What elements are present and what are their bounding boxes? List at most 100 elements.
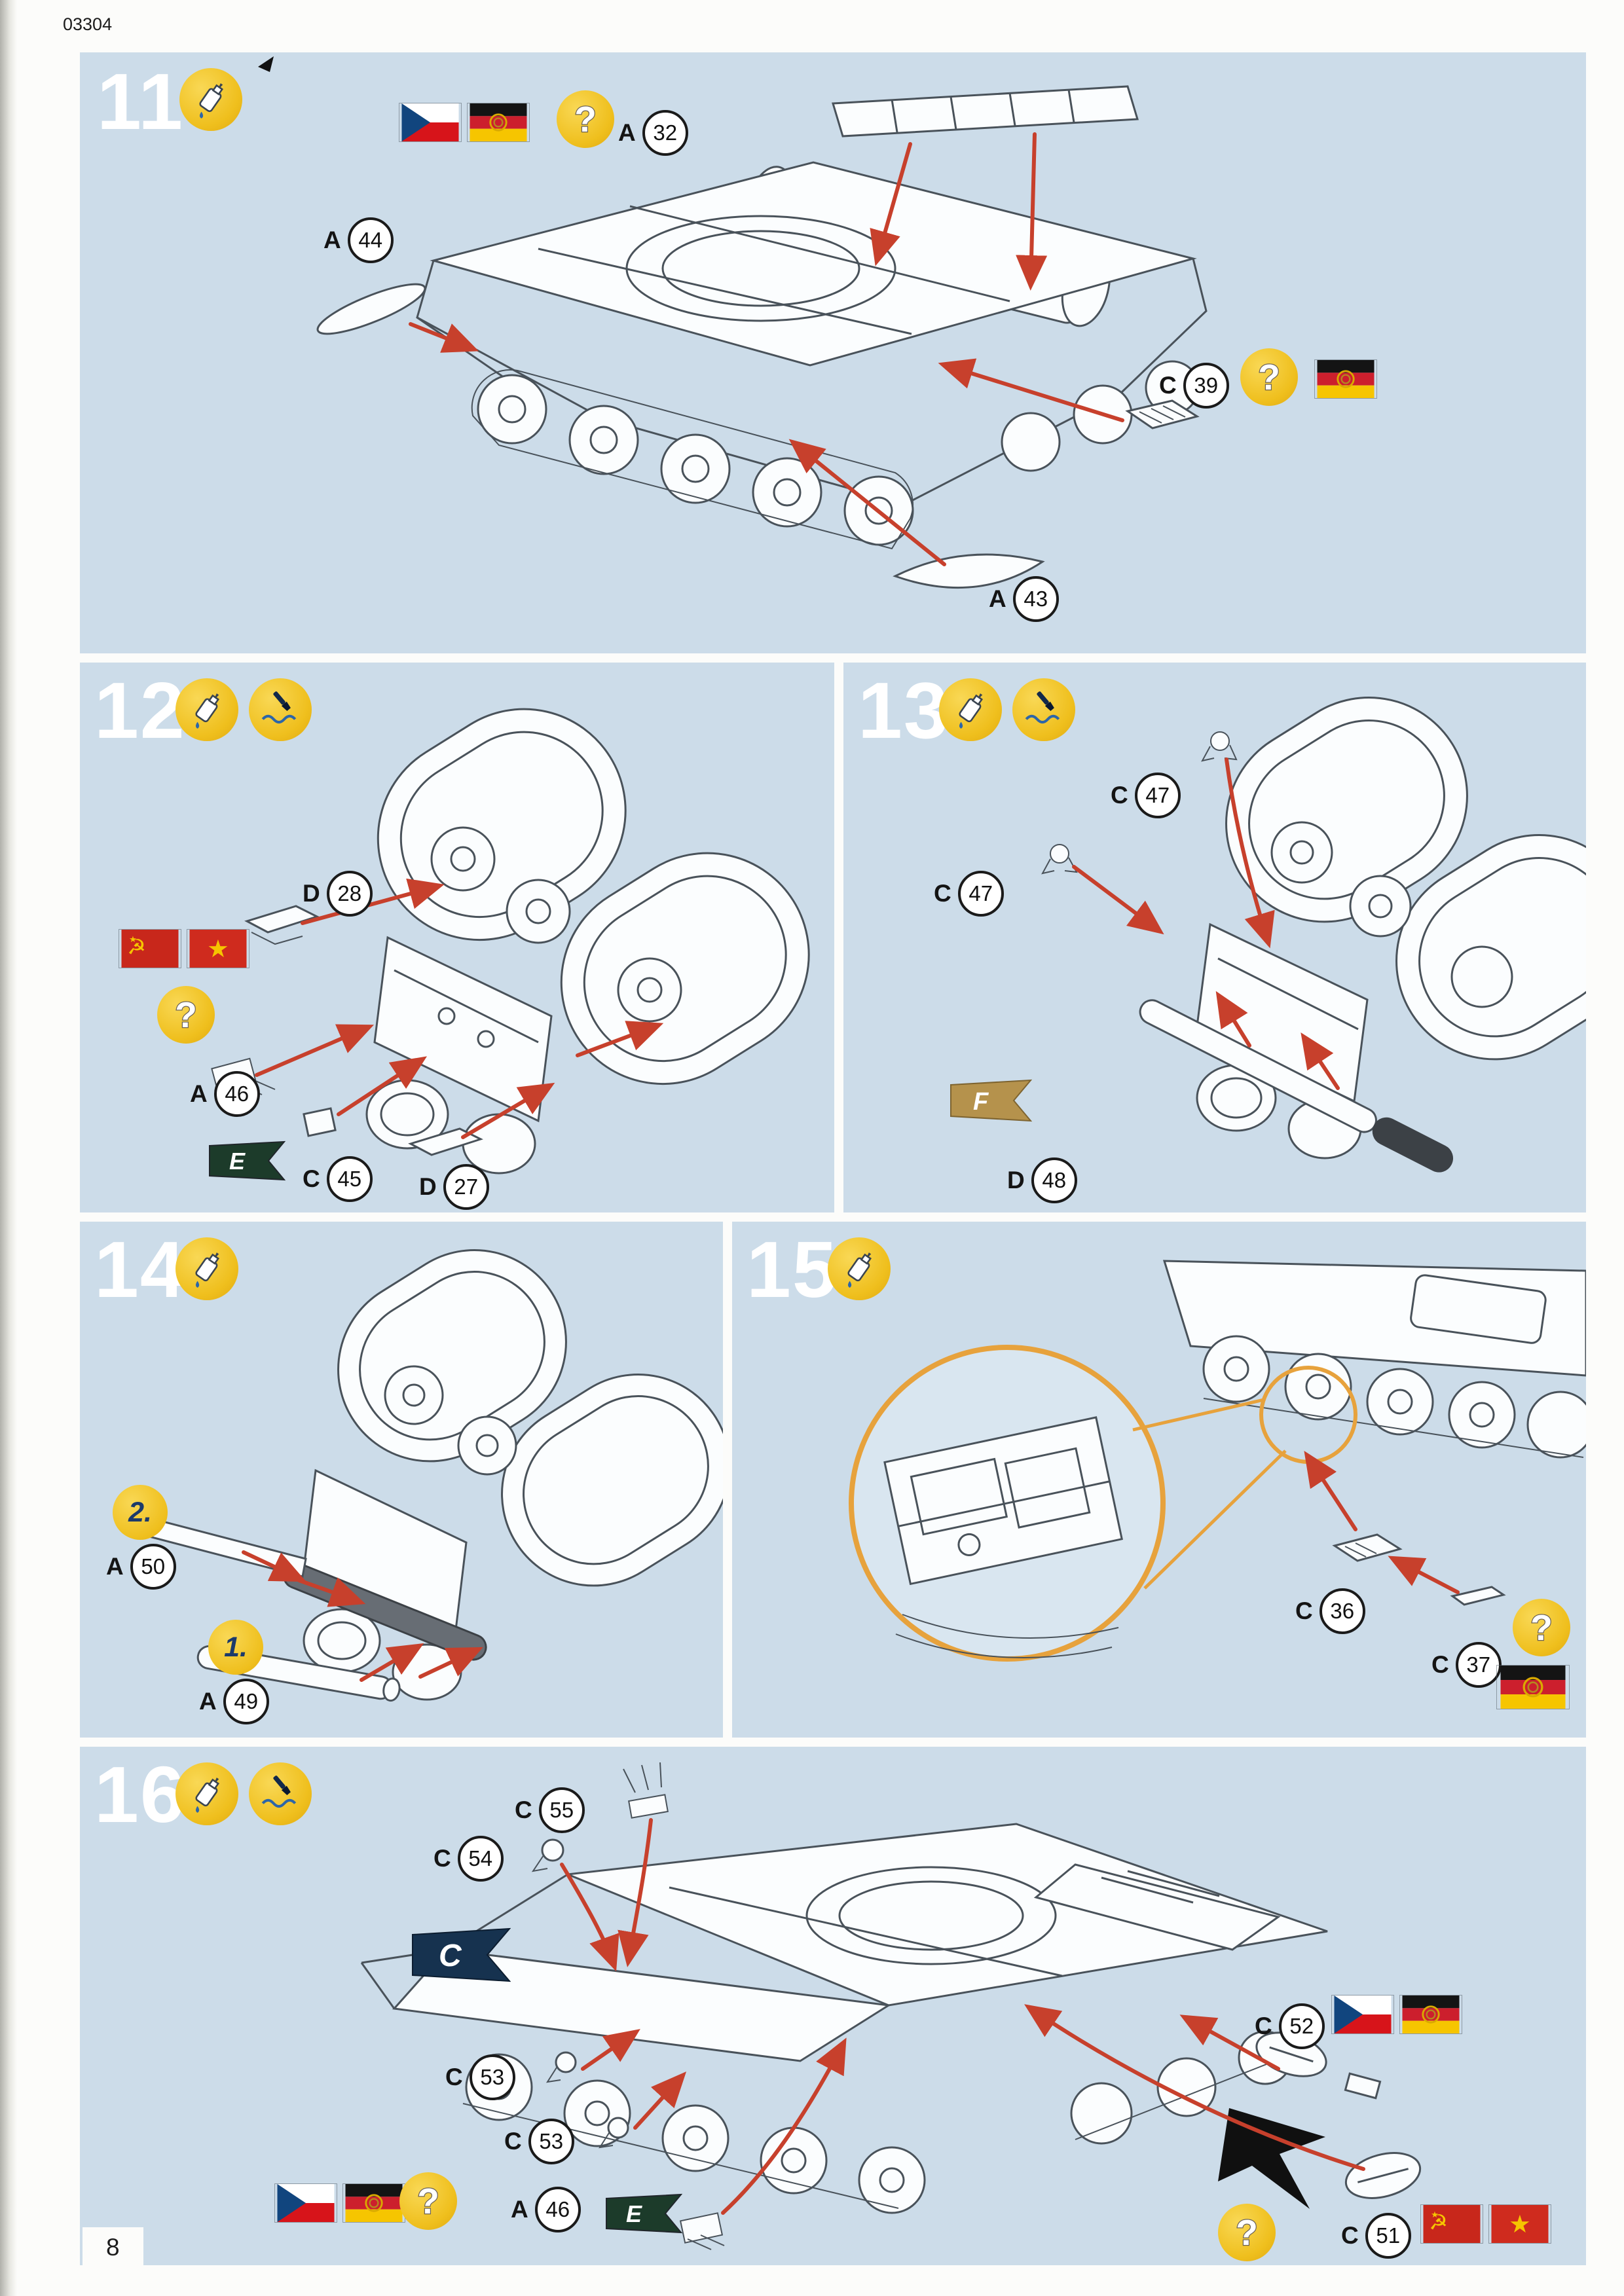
callout-a44: A 44 — [323, 217, 394, 263]
flag-east-germany-icon — [1399, 1995, 1462, 2034]
callout-a50: A 50 — [106, 1544, 176, 1590]
step-15-panel: 15 C 36 C 37 ? — [732, 1222, 1586, 1738]
callout-letter: A — [323, 227, 341, 253]
sprue-letter: E — [626, 2200, 642, 2227]
callout-c47: C 47 — [934, 871, 1004, 917]
sprue-letter: F — [973, 1088, 989, 1116]
step-11-panel: 11 ? A 32 A 44 — [80, 52, 1586, 653]
sprue-letter: E — [229, 1148, 246, 1175]
black-arrow-icon — [258, 56, 274, 72]
callout-number: 45 — [326, 1156, 373, 1202]
callout-number: 48 — [1031, 1157, 1077, 1203]
callout-number: 53 — [469, 2054, 515, 2100]
question-mark-text: ? — [1257, 356, 1281, 399]
step-14-panel: 14 2. A 50 1. A 49 — [80, 1222, 723, 1738]
callout-number: 52 — [1278, 2003, 1325, 2049]
step-13-drawing — [1041, 697, 1586, 1173]
glue-bottle-icon — [175, 1237, 238, 1300]
callout-letter: D — [1007, 1167, 1025, 1194]
flag-czech-icon — [274, 2183, 337, 2223]
callout-letter: C — [504, 2128, 522, 2155]
sprue-flag-f: F — [950, 1079, 1032, 1122]
callout-d27: D 27 — [419, 1164, 489, 1210]
decal-brush-glyph — [1025, 691, 1060, 724]
glue-bottle-icon — [175, 678, 238, 741]
callout-a43: A 43 — [989, 576, 1059, 622]
callout-c36: C 36 — [1295, 1588, 1365, 1634]
order-marker-2: 2. — [113, 1485, 168, 1540]
decal-brush-icon — [249, 1762, 312, 1825]
callout-letter: D — [303, 880, 320, 907]
flag-czech-icon — [1331, 1995, 1394, 2034]
sprue-letter: C — [439, 1939, 462, 1973]
black-arrow-marker — [1218, 2108, 1325, 2209]
step-12-panel: 12 D 28 ☭★ ★ ? A 46 E C 45 D 27 — [80, 663, 834, 1212]
callout-letter: A — [106, 1553, 124, 1580]
callout-letter: C — [1111, 782, 1128, 809]
callout-letter: C — [1295, 1597, 1313, 1624]
callout-letter: C — [303, 1165, 320, 1192]
question-mark-text: ? — [174, 994, 198, 1036]
callout-number: 39 — [1183, 363, 1229, 409]
callout-letter: C — [934, 880, 951, 907]
decal-brush-icon — [249, 678, 312, 741]
flag-east-germany-icon — [1496, 1665, 1570, 1709]
decal-brush-icon — [1012, 678, 1075, 741]
callout-letter: A — [618, 119, 636, 146]
callout-number: 50 — [130, 1544, 176, 1590]
step-13-panel: 13 C 47 C 47 F D 48 — [843, 663, 1586, 1212]
svg-text:★: ★ — [1509, 2210, 1531, 2238]
page-number: 8 — [83, 2227, 143, 2268]
question-mark-icon: ? — [1240, 348, 1298, 406]
step-number: 13 — [858, 666, 950, 755]
svg-text:☭: ☭ — [127, 936, 146, 959]
callout-a46: A 46 — [190, 1071, 260, 1117]
callout-number: 51 — [1365, 2213, 1411, 2259]
sprue-flag-c: C — [412, 1927, 511, 1982]
callout-c39: C 39 — [1159, 363, 1229, 409]
callout-c53: C 53 — [445, 2054, 515, 2100]
callout-number: 37 — [1455, 1642, 1502, 1688]
glue-bottle-icon — [828, 1237, 891, 1300]
question-mark-text: ? — [1235, 2212, 1259, 2254]
scheme-flags — [1314, 359, 1377, 399]
callout-letter: C — [1159, 372, 1177, 399]
glue-bottle-glyph — [195, 693, 220, 729]
question-mark-icon: ? — [157, 986, 215, 1044]
callout-letter: D — [419, 1173, 437, 1200]
callout-number: 55 — [538, 1787, 585, 1833]
callout-number: 36 — [1319, 1588, 1365, 1634]
callout-c52: C 52 — [1255, 2003, 1325, 2049]
callout-a32: A 32 — [618, 110, 688, 156]
callout-a49: A 49 — [199, 1679, 269, 1724]
callout-number: 54 — [457, 1836, 504, 1882]
callout-c37: C 37 — [1431, 1642, 1502, 1688]
flag-soviet-union-icon: ☭★ — [1420, 2204, 1483, 2244]
order-marker-text: 2. — [128, 1496, 152, 1528]
callout-number: 47 — [1134, 773, 1181, 818]
callout-number: 46 — [213, 1071, 260, 1117]
flag-vietnam-icon: ★ — [1488, 2204, 1551, 2244]
svg-text:☭: ☭ — [1429, 2211, 1448, 2234]
glue-bottle-icon — [939, 678, 1002, 741]
callout-number: 27 — [443, 1164, 489, 1210]
glue-bottle-icon — [175, 1762, 238, 1825]
question-mark-text: ? — [1530, 1607, 1553, 1649]
callout-number: 43 — [1012, 576, 1059, 622]
callout-letter: A — [190, 1080, 208, 1107]
callout-c51: C 51 — [1341, 2213, 1411, 2259]
callout-c53: C 53 — [504, 2119, 574, 2164]
callout-c55: C 55 — [515, 1787, 585, 1833]
scheme-flags — [1331, 1995, 1462, 2034]
step-number: 11 — [97, 57, 184, 146]
callout-letter: A — [989, 585, 1006, 612]
step-11-drawing — [316, 85, 1208, 589]
flag-east-germany-icon — [467, 103, 530, 142]
glue-bottle-glyph — [847, 1252, 872, 1288]
callout-letter: C — [1431, 1651, 1449, 1678]
scan-edge-shadow — [0, 0, 17, 2296]
scheme-flags: ☭★ ★ — [1420, 2204, 1551, 2244]
step-number: 14 — [94, 1225, 186, 1314]
callout-number: 32 — [642, 110, 688, 156]
